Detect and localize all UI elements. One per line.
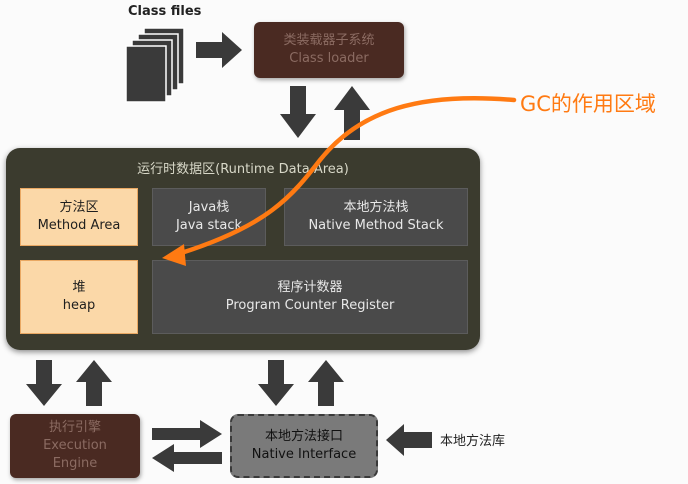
- pc-register-zh: 程序计数器: [277, 280, 343, 295]
- arrow-left-icon: [386, 424, 432, 456]
- execution-engine-en2: Engine: [52, 456, 98, 471]
- java-stack-box: Java栈 Java stack: [152, 188, 266, 246]
- native-library-label: 本地方法库: [440, 434, 506, 449]
- native-method-stack-box: 本地方法栈 Native Method Stack: [284, 188, 468, 246]
- execution-engine-en1: Execution: [43, 438, 107, 453]
- runtime-data-area: 运行时数据区(Runtime Data Area) 方法区 Method Are…: [6, 148, 480, 350]
- heap-zh: 堆: [72, 280, 86, 295]
- native-stack-en: Native Method Stack: [308, 218, 444, 233]
- heap-box: 堆 heap: [20, 260, 138, 334]
- arrow-up-icon: [76, 360, 112, 406]
- method-area-zh: 方法区: [59, 200, 99, 215]
- method-area-box: 方法区 Method Area: [20, 188, 138, 246]
- native-interface-box: 本地方法接口 Native Interface: [230, 414, 378, 478]
- native-interface-en: Native Interface: [251, 447, 357, 462]
- pc-register-en: Program Counter Register: [225, 298, 395, 313]
- gc-scope-label: GC的作用区域: [520, 92, 656, 116]
- class-files-label: Class files: [128, 4, 202, 19]
- arrow-right-icon: [196, 32, 242, 68]
- arrow-up-icon: [308, 360, 344, 406]
- arrow-down-icon: [258, 360, 294, 406]
- arrow-down-icon: [280, 86, 316, 138]
- method-area-en: Method Area: [37, 218, 121, 233]
- class-loader-box: 类装载器子系统 Class loader: [254, 22, 404, 78]
- native-stack-zh: 本地方法栈: [343, 200, 409, 215]
- java-stack-en: Java stack: [175, 218, 243, 233]
- class-loader-zh: 类装载器子系统: [283, 33, 375, 48]
- arrow-up-icon: [334, 86, 370, 140]
- heap-en: heap: [62, 298, 96, 313]
- class-files-stack-icon: [125, 27, 185, 103]
- native-interface-zh: 本地方法接口: [264, 429, 343, 444]
- java-stack-zh: Java栈: [188, 200, 230, 215]
- arrow-right-icon: [152, 420, 222, 448]
- arrow-down-icon: [26, 360, 62, 406]
- class-loader-en: Class loader: [289, 51, 369, 66]
- execution-engine-box: 执行引擎 Execution Engine: [10, 414, 140, 478]
- arrow-left-icon: [152, 444, 222, 472]
- execution-engine-zh: 执行引擎: [48, 420, 101, 435]
- pc-register-box: 程序计数器 Program Counter Register: [152, 260, 468, 334]
- runtime-title: 运行时数据区(Runtime Data Area): [137, 162, 349, 177]
